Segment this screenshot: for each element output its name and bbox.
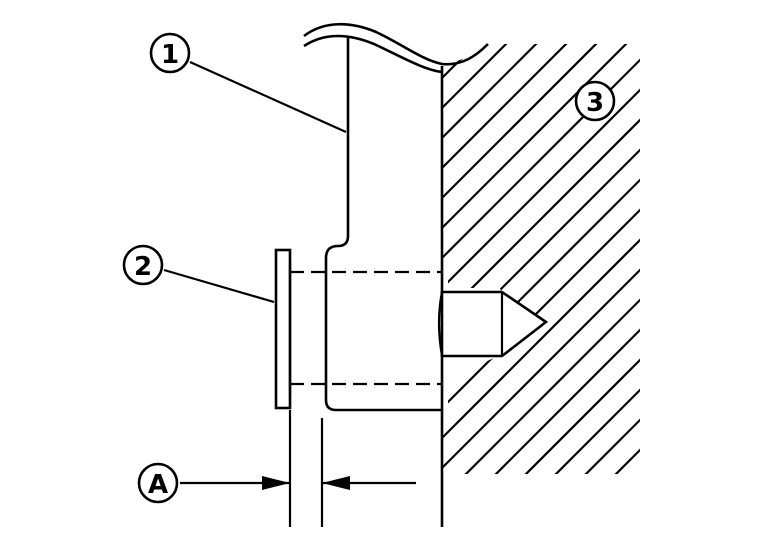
callout-label: A [148,470,168,500]
callout-circle [122,244,164,286]
part-3-hatched-body [440,44,640,527]
clip-head [274,248,292,410]
callout-part-1: 1 [149,32,191,74]
dimension-a-group [180,410,416,527]
callout-part-2: 2 [122,244,164,286]
panel-outline [324,36,442,412]
leader-line-part-1 [189,60,347,134]
callout-part-3: 3 [574,80,616,122]
dimension-arrow-left [262,476,290,490]
clip-leg [440,290,549,358]
callout-label: 1 [161,40,179,70]
leader-line-part-2 [163,268,275,304]
callout-label: 3 [586,88,604,118]
callout-circle [574,80,616,122]
part-1-panel [303,22,489,412]
panel-break-line [303,22,489,66]
dimension-arrow-right [322,476,350,490]
callout-circle [149,32,191,74]
callout-dimension-a: A [137,462,179,504]
callout-label: 2 [134,252,152,282]
part-2-clip [274,248,549,410]
clip-leg-base [437,291,444,357]
callout-circle [137,462,179,504]
panel-break-line-inner [303,34,443,74]
leader-lines [163,60,347,304]
hatch-lines [442,44,640,474]
